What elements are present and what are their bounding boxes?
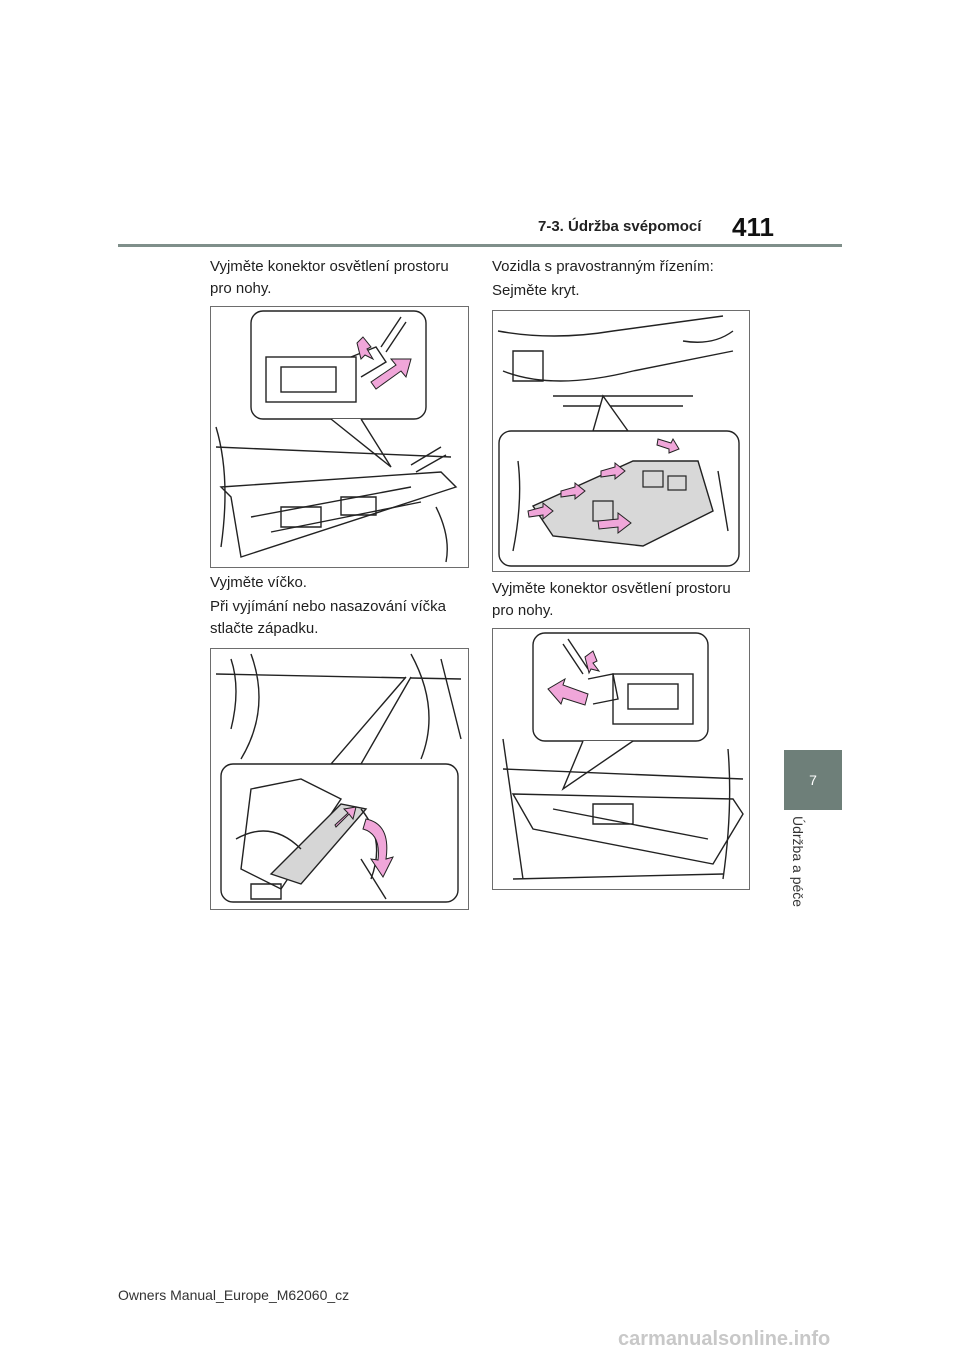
figure-cover-right — [492, 310, 750, 572]
chapter-label: Údržba a péče — [778, 816, 818, 926]
figure-connector-left — [210, 306, 469, 568]
right-step1-text: Sejměte kryt. — [492, 282, 580, 299]
clip-arrows-icon — [527, 437, 680, 535]
push-arrow-icon — [370, 358, 412, 390]
left-step2-text: Vyjměte víčko. — [210, 574, 307, 591]
latch-arrow-icon — [356, 336, 375, 361]
figure-connector-right — [492, 628, 750, 890]
left-step2-note: Při vyjímání nebo nasazování víčka stlač… — [210, 598, 446, 637]
rotate-arrow-icon — [362, 818, 394, 878]
chapter-number: 7 — [809, 772, 817, 788]
page-number: 411 — [732, 212, 774, 242]
chapter-tab[interactable]: 7 — [784, 750, 842, 810]
latch-arrow-icon — [584, 650, 601, 675]
push-arrow-icon — [547, 677, 589, 706]
watermark: carmanualsonline.info — [618, 1328, 831, 1350]
rhd-heading: Vozidla s pravostranným řízením: — [492, 258, 714, 275]
figure-lid-left — [210, 648, 469, 910]
right-step2-text: Vyjměte konektor osvětlení prostoru pro … — [492, 580, 731, 619]
press-arrow-icon — [334, 806, 357, 828]
section-title: 7-3. Údržba svépomocí — [538, 218, 702, 235]
footer-manual-id: Owners Manual_Europe_M62060_cz — [118, 1287, 350, 1303]
left-step1-text: Vyjměte konektor osvětlení prostoru pro … — [210, 258, 449, 297]
chapter-label-text: Údržba a péče — [790, 816, 806, 908]
header-divider — [118, 244, 842, 247]
